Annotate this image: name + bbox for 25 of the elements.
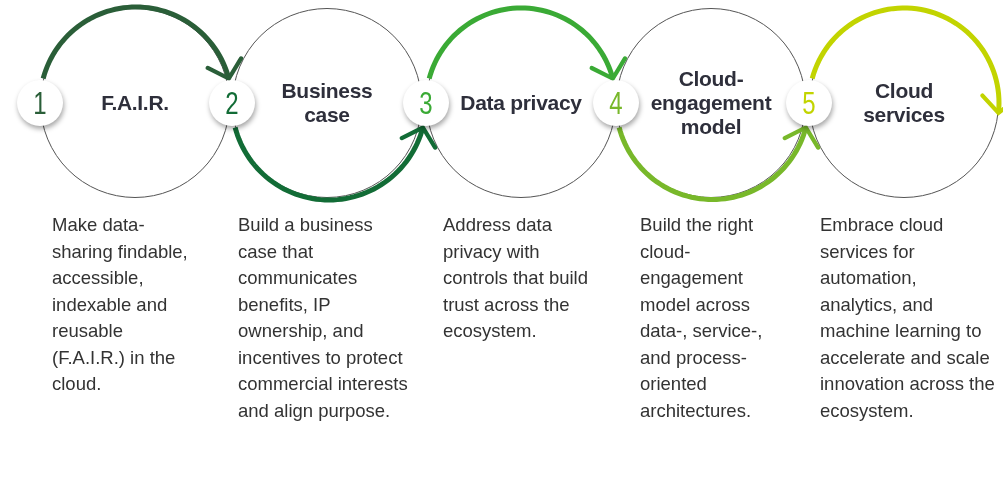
number-badge <box>209 80 255 126</box>
step-number: 3 <box>419 86 433 120</box>
number-badge <box>786 80 832 126</box>
step-number: 4 <box>609 86 623 120</box>
step-title: F.A.I.R. <box>101 91 169 115</box>
step-number: 2 <box>225 86 239 120</box>
curved-arrow <box>426 5 628 81</box>
step-title: Business case <box>280 79 374 127</box>
step-description: Address data privacy with controls that build trust across the ecosystem. <box>443 213 589 343</box>
step-number: 5 <box>802 86 816 120</box>
step-description: Build a business case that communicates benefits, IP ownership, and incentives to protect commercial interests and align purpose. <box>238 213 409 423</box>
step-title: Cloud services <box>862 79 946 127</box>
number-badge <box>593 80 639 126</box>
number-badge <box>17 80 63 126</box>
step-description: Build the right cloud-engagement model across data-, service-, and process-oriented architectures. <box>640 213 764 423</box>
curved-arrow <box>809 5 1003 116</box>
curved-arrow <box>616 125 821 202</box>
step-description: Embrace cloud services for automation, analytics, and machine learning to accelerate and scale innovation across the ecosystem. <box>820 213 996 423</box>
step-number: 1 <box>33 86 47 120</box>
number-badge <box>403 80 449 126</box>
curved-arrow <box>232 125 438 203</box>
curved-arrow <box>40 4 244 81</box>
step-title: Cloud-engagement model <box>649 67 773 139</box>
step-title: Data privacy <box>460 91 582 115</box>
step-description: Make data-sharing findable, accessible, indexable and reusable (F.A.I.R.) in the cloud. <box>52 213 189 396</box>
